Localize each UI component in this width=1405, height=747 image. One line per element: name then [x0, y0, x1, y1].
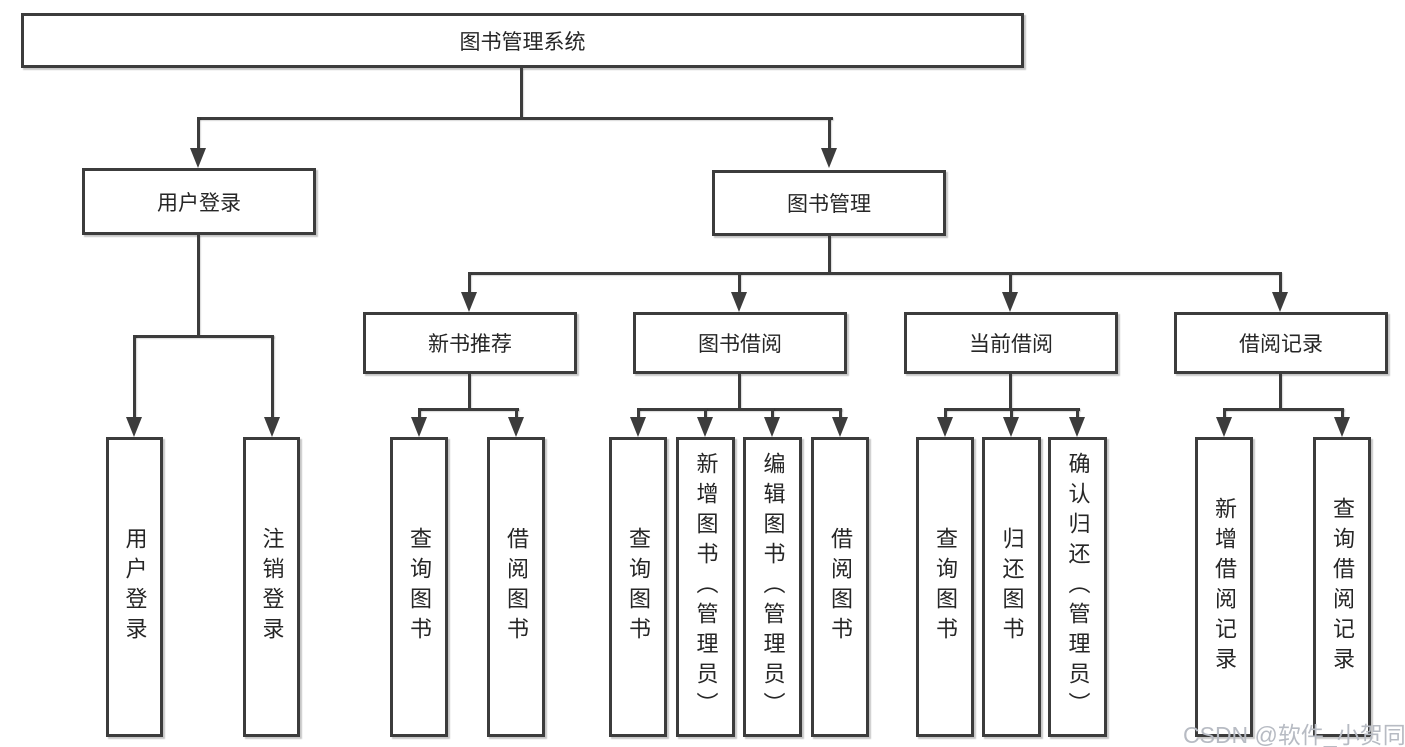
arrowhead-new-book	[461, 292, 477, 312]
leaf-bb-edit-books-admin: 编辑图书（管理员）	[743, 437, 802, 737]
connector-book-borrow-horizontal	[637, 408, 842, 411]
leaf-bb-borrow-books: 借阅图书	[811, 437, 869, 737]
leaf-br-query-record: 查询借阅记录	[1313, 437, 1371, 737]
arrowhead-logout-leaf	[264, 417, 280, 437]
connector-drop-login-leaf	[133, 335, 136, 419]
connector-drop-user-login	[197, 117, 200, 151]
leaf-bb-query-books-label: 查询图书	[626, 527, 651, 647]
connector-drop-nb-leaf1	[418, 408, 421, 420]
node-root-label: 图书管理系统	[459, 30, 586, 54]
connector-book-management-stem	[828, 236, 831, 272]
connector-drop-borrow-records	[1279, 272, 1282, 294]
connector-borrow-records-stem	[1279, 374, 1282, 408]
leaf-nb-query-books-label: 查询图书	[407, 527, 432, 647]
arrowhead-cb-leaf2	[1003, 417, 1019, 437]
connector-drop-current-borrow	[1009, 272, 1012, 294]
arrowhead-bb-leaf3	[764, 417, 780, 437]
connector-new-book-stem	[468, 374, 471, 408]
arrowhead-nb-leaf2	[508, 417, 524, 437]
connector-drop-bb-leaf2	[704, 408, 707, 420]
leaf-nb-borrow-books: 借阅图书	[487, 437, 545, 737]
connector-drop-nb-leaf2	[515, 408, 518, 420]
connector-drop-cb-leaf3	[1076, 408, 1079, 420]
leaf-user-login: 用户登录	[106, 437, 163, 737]
connector-drop-br-leaf2	[1341, 408, 1344, 420]
arrowhead-bb-leaf4	[832, 417, 848, 437]
connector-drop-book-management	[828, 117, 831, 151]
connector-drop-bb-leaf4	[839, 408, 842, 420]
node-book-borrow-label: 图书借阅	[698, 333, 782, 356]
node-new-book-recommend: 新书推荐	[363, 312, 577, 374]
leaf-logout-label: 注销登录	[259, 527, 285, 647]
node-borrow-records-label: 借阅记录	[1239, 333, 1323, 356]
arrowhead-br-leaf2	[1334, 417, 1350, 437]
connector-drop-br-leaf1	[1223, 408, 1226, 420]
arrowhead-current-borrow	[1002, 292, 1018, 312]
arrowhead-book-borrow	[731, 292, 747, 312]
arrowhead-login-leaf	[126, 417, 142, 437]
connector-user-login-horizontal	[133, 335, 274, 338]
leaf-br-add-record: 新增借阅记录	[1195, 437, 1253, 737]
connector-level3-horizontal	[468, 272, 1280, 275]
connector-drop-cb-leaf1	[944, 408, 947, 420]
leaf-nb-borrow-books-label: 借阅图书	[504, 527, 529, 647]
connector-drop-logout-leaf	[271, 335, 274, 419]
leaf-br-query-record-label: 查询借阅记录	[1330, 497, 1355, 677]
node-current-borrow-label: 当前借阅	[969, 333, 1053, 356]
node-book-borrow: 图书借阅	[633, 312, 847, 374]
node-user-login-label: 用户登录	[157, 191, 241, 215]
connector-root-stem	[520, 68, 523, 117]
node-book-management: 图书管理	[712, 170, 946, 236]
leaf-cb-confirm-return-admin-label: 确认归还（管理员）	[1065, 452, 1091, 722]
arrowhead-bb-leaf1	[630, 417, 646, 437]
connector-current-borrow-stem	[1009, 374, 1012, 408]
arrowhead-book-management	[821, 148, 837, 168]
connector-level2-horizontal	[197, 117, 833, 120]
leaf-cb-query-books-label: 查询图书	[933, 527, 958, 647]
connector-drop-bb-leaf1	[637, 408, 640, 420]
leaf-user-login-label: 用户登录	[122, 527, 148, 647]
leaf-cb-return-books-label: 归还图书	[999, 527, 1025, 647]
connector-borrow-records-horizontal	[1223, 408, 1344, 411]
arrowhead-borrow-records	[1272, 292, 1288, 312]
arrowhead-user-login	[190, 148, 206, 168]
leaf-bb-add-books-admin: 新增图书（管理员）	[676, 437, 735, 737]
leaf-logout: 注销登录	[243, 437, 300, 737]
leaf-cb-confirm-return-admin: 确认归还（管理员）	[1048, 437, 1107, 737]
leaf-cb-return-books: 归还图书	[982, 437, 1041, 737]
leaf-cb-query-books: 查询图书	[916, 437, 974, 737]
node-borrow-records: 借阅记录	[1174, 312, 1388, 374]
connector-book-borrow-stem	[738, 374, 741, 408]
node-current-borrow: 当前借阅	[904, 312, 1118, 374]
connector-user-login-stem	[197, 235, 200, 335]
node-book-management-label: 图书管理	[787, 193, 871, 216]
connector-drop-book-borrow	[738, 272, 741, 294]
leaf-br-add-record-label: 新增借阅记录	[1212, 497, 1237, 677]
arrowhead-bb-leaf2	[697, 417, 713, 437]
arrowhead-br-leaf1	[1216, 417, 1232, 437]
csdn-watermark: CSDN @软件_小贺同学	[1183, 722, 1405, 747]
leaf-nb-query-books: 查询图书	[390, 437, 448, 737]
node-new-book-recommend-label: 新书推荐	[428, 333, 512, 356]
arrowhead-cb-leaf1	[937, 417, 953, 437]
connector-drop-bb-leaf3	[771, 408, 774, 420]
arrowhead-nb-leaf1	[411, 417, 427, 437]
connector-drop-cb-leaf2	[1010, 408, 1013, 420]
node-user-login: 用户登录	[82, 168, 316, 235]
connector-drop-new-book	[468, 272, 471, 294]
node-root: 图书管理系统	[21, 13, 1024, 68]
leaf-bb-borrow-books-label: 借阅图书	[828, 527, 853, 647]
leaf-bb-edit-books-admin-label: 编辑图书（管理员）	[760, 452, 786, 722]
leaf-bb-query-books: 查询图书	[609, 437, 667, 737]
connector-new-book-horizontal	[418, 408, 519, 411]
leaf-bb-add-books-admin-label: 新增图书（管理员）	[693, 452, 719, 722]
arrowhead-cb-leaf3	[1069, 417, 1085, 437]
